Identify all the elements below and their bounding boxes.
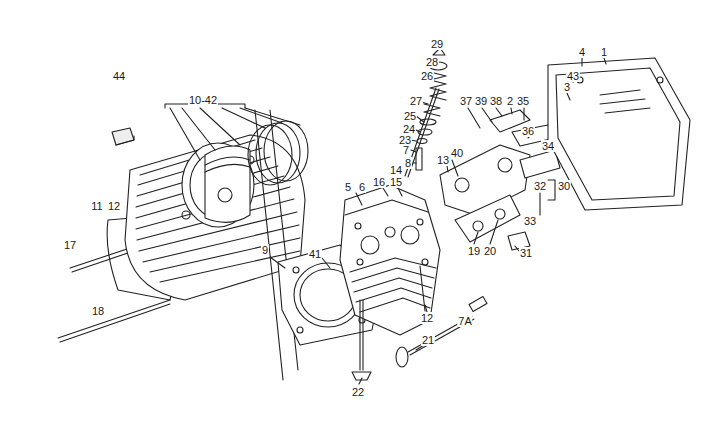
callout-number: 36 [521,125,535,137]
callout-number: 3 [563,81,571,93]
callout-number: 32 [533,180,547,192]
callout-number: 1 [600,46,608,58]
callout-number: 22 [351,386,365,398]
callout-number: 44 [112,70,126,82]
callout-number: 16 [372,176,386,188]
callout-number: 28 [425,56,439,68]
callout-number: 39 [474,95,488,107]
callout-number: 35 [516,95,530,107]
callout-number: 5 [344,181,352,193]
callout-number: 27 [409,95,423,107]
callout-number: 18 [91,305,105,317]
callout-number: 40 [450,147,464,159]
callout-number: 6 [358,181,366,193]
valve [352,300,371,384]
callout-number: 31 [519,247,533,259]
callout-number: 34 [541,140,555,152]
cylinder [125,135,305,300]
callout-number: 30 [557,180,571,192]
callout-number: 15 [389,176,403,188]
callout-number: 17 [63,239,77,251]
callout-number: 33 [523,215,537,227]
callout-number: 10-42 [188,94,218,106]
rocker-support [440,145,530,242]
callout-number: 26 [420,70,434,82]
piston-ring [248,125,292,185]
part-44 [112,128,134,145]
callout-number: 12 [420,312,434,324]
group-bracket [548,180,555,200]
callout-number: 25 [403,110,417,122]
callout-number: 9 [261,244,269,256]
callout-number: 11 [90,200,103,212]
callout-number: 8 [404,157,412,169]
valve [396,297,487,367]
stud [58,300,170,338]
callout-number: 20 [483,245,497,257]
callout-number: 7 [402,144,410,156]
callout-number: 14 [389,164,403,176]
callout-number: 38 [489,95,503,107]
callout-number: 41 [308,248,322,260]
callout-number: 4 [578,46,586,58]
cylinder-head [340,185,440,335]
callout-number: 29 [430,38,444,50]
callout-number: 37 [459,95,473,107]
callout-number: 2 [506,95,514,107]
valve-cover [548,58,690,210]
callout-number: 13 [436,154,450,166]
callout-number: 21 [421,334,435,346]
callout-number: 19 [467,245,481,257]
callout-number: 12 [107,200,121,212]
piston [205,146,250,222]
callout-number: 7A [457,315,472,327]
